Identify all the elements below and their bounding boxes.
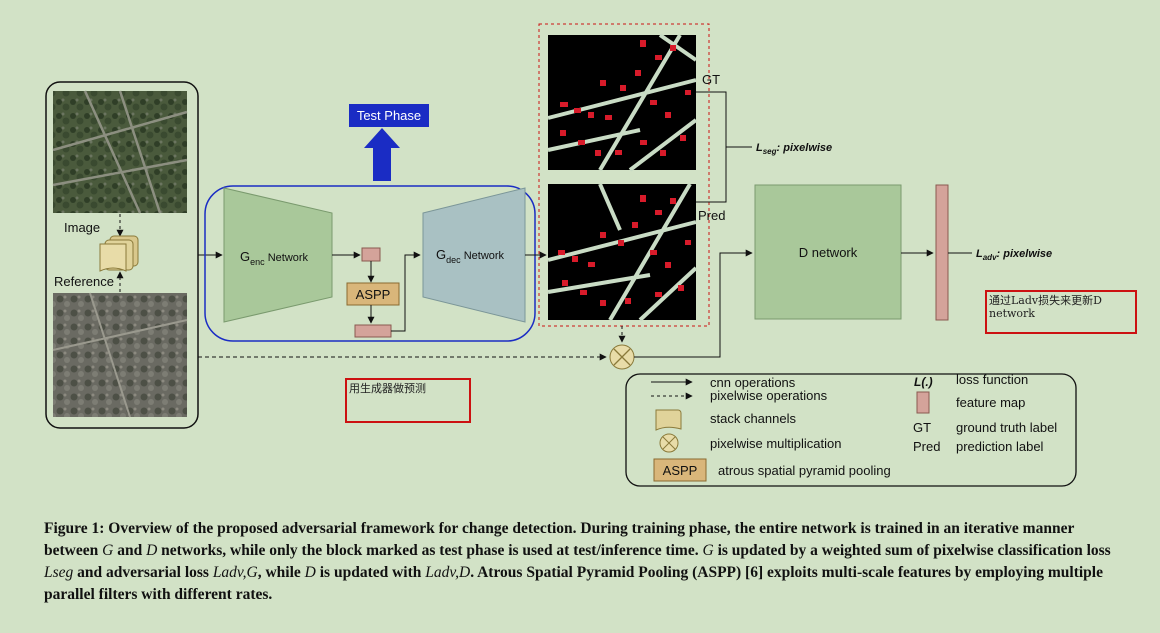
d-network-block bbox=[754, 184, 902, 320]
reference-label: Reference bbox=[54, 274, 114, 289]
decoder-block bbox=[422, 187, 526, 323]
legend-loss-desc: loss function bbox=[956, 372, 1028, 387]
encoder-label: Genc Network bbox=[240, 249, 309, 267]
image-label: Image bbox=[64, 220, 100, 235]
feature-map-1 bbox=[361, 247, 381, 262]
figure-caption: Figure 1: Overview of the proposed adver… bbox=[44, 520, 1111, 603]
feature-map-2 bbox=[354, 324, 392, 338]
test-phase-label: Test Phase bbox=[357, 108, 421, 123]
framework-diagram: Image Reference Genc Network ASPP Gdec N… bbox=[45, 23, 1077, 487]
legend-panel bbox=[625, 373, 1077, 487]
reference-photo bbox=[52, 292, 188, 418]
legend-aspp-label: ASPP bbox=[663, 463, 698, 478]
test-phase-region bbox=[204, 185, 536, 342]
pred-label: Pred bbox=[698, 208, 725, 223]
legend-feature-map: feature map bbox=[956, 395, 1025, 410]
legend-stack: stack channels bbox=[710, 411, 796, 426]
legend-multiplication-icon bbox=[659, 433, 679, 453]
encoder-block bbox=[223, 187, 333, 323]
up-arrow-icon bbox=[364, 128, 400, 181]
image-photo bbox=[52, 90, 188, 214]
legend-feature-map-icon bbox=[916, 391, 930, 414]
legend-pixelwise: pixelwise operations bbox=[710, 388, 828, 403]
legend-gt: GT bbox=[913, 420, 931, 435]
legend-aspp-desc: atrous spatial pyramid pooling bbox=[718, 463, 891, 478]
legend-multiplication: pixelwise multiplication bbox=[710, 436, 842, 451]
gt-label: GT bbox=[702, 72, 720, 87]
aspp-block bbox=[346, 282, 400, 306]
lseg-label: Lseg: pixelwise bbox=[756, 142, 832, 156]
decoder-label: Gdec Network bbox=[436, 247, 505, 265]
ladv-label: Ladv: pixelwise bbox=[976, 248, 1052, 262]
legend-pred: Pred bbox=[913, 439, 940, 454]
g-predict-note: 用生成器做预测 bbox=[345, 378, 471, 423]
d-feature-map bbox=[935, 184, 949, 321]
d-network-label: D network bbox=[799, 245, 858, 260]
multiplication-icon bbox=[609, 344, 635, 370]
segmentation-pair-frame bbox=[538, 23, 710, 327]
aspp-label: ASPP bbox=[356, 287, 391, 302]
pred-segmentation bbox=[547, 182, 698, 322]
legend-cnn: cnn operations bbox=[710, 375, 796, 390]
stack-channels-icon bbox=[99, 235, 139, 272]
legend-gt-desc: ground truth label bbox=[956, 420, 1057, 435]
legend-pred-desc: prediction label bbox=[956, 439, 1044, 454]
test-phase-badge bbox=[349, 104, 429, 127]
legend-stack-icon bbox=[655, 409, 682, 431]
gt-segmentation bbox=[547, 33, 698, 172]
legend-loss-symbol: L(.) bbox=[914, 375, 933, 389]
d-update-note: 通过Ladv损失来更新D network bbox=[985, 290, 1137, 334]
legend-aspp-box bbox=[653, 458, 707, 482]
